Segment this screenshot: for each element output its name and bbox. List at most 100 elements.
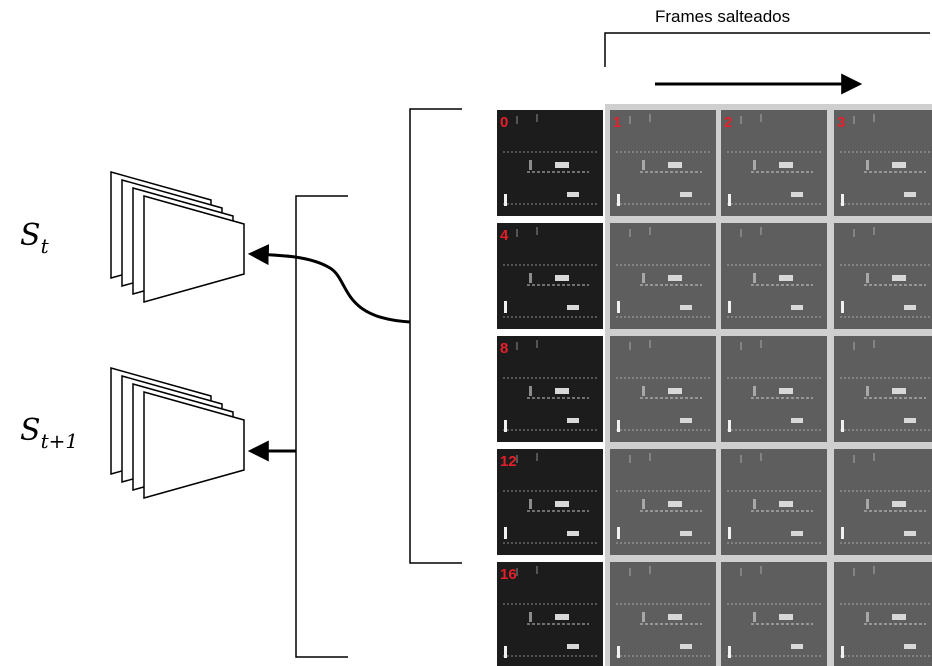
player-sprite — [617, 420, 620, 432]
score-block — [567, 531, 579, 536]
player-sprite — [504, 420, 507, 432]
frame-background — [834, 449, 932, 555]
enemy-sprite — [529, 160, 532, 170]
state-t1-frame-stack — [110, 367, 245, 499]
game-frame-tile — [834, 223, 932, 329]
player-sprite — [728, 527, 731, 539]
frame-index-label: 4 — [500, 227, 509, 244]
player-sprite — [617, 194, 620, 206]
score-block — [904, 418, 916, 423]
frame-background — [497, 562, 603, 666]
player-sprite — [841, 646, 844, 658]
enemy-sprite — [866, 386, 869, 396]
frame-background — [834, 562, 932, 666]
score-block — [567, 418, 579, 423]
game-frame-tile — [834, 449, 932, 555]
player-sprite — [841, 527, 844, 539]
ladder-block — [892, 275, 906, 281]
frame-background — [610, 110, 716, 216]
score-block — [791, 305, 803, 310]
frame-index-label: 12 — [500, 453, 517, 470]
enemy-sprite — [866, 273, 869, 283]
frame-background — [497, 223, 603, 329]
ladder-block — [555, 501, 569, 507]
game-frame-tile — [721, 562, 827, 666]
game-frame-tile: 3 — [834, 110, 932, 216]
frame-background — [497, 336, 603, 442]
game-frame-tile — [834, 562, 932, 666]
skipped-frames-bracket — [604, 32, 930, 67]
frame-background — [834, 336, 932, 442]
stacked-frame — [143, 391, 245, 499]
game-frame-tile: 0 — [497, 110, 603, 216]
player-sprite — [841, 194, 844, 206]
state-t1-label: St+1 — [20, 413, 78, 453]
state-t1-subscript: t+1 — [41, 429, 79, 453]
player-sprite — [617, 527, 620, 539]
enemy-sprite — [529, 612, 532, 622]
frame-index-label: 0 — [500, 114, 508, 131]
score-block — [791, 644, 803, 649]
game-frame-tile — [610, 449, 716, 555]
game-frame-tile: 1 — [610, 110, 716, 216]
score-block — [904, 531, 916, 536]
enemy-sprite — [642, 499, 645, 509]
ladder-block — [555, 275, 569, 281]
ladder-block — [668, 501, 682, 507]
player-sprite — [504, 194, 507, 206]
enemy-sprite — [642, 160, 645, 170]
player-sprite — [728, 646, 731, 658]
score-block — [680, 644, 692, 649]
enemy-sprite — [753, 160, 756, 170]
player-sprite — [728, 301, 731, 313]
frame-index-label: 16 — [500, 566, 517, 583]
ladder-block — [892, 388, 906, 394]
score-block — [904, 192, 916, 197]
enemy-sprite — [753, 386, 756, 396]
enemy-sprite — [866, 160, 869, 170]
ladder-block — [779, 275, 793, 281]
frame-background — [610, 336, 716, 442]
score-block — [791, 192, 803, 197]
state-t-bracket — [409, 108, 462, 564]
score-block — [791, 418, 803, 423]
score-block — [567, 305, 579, 310]
ladder-block — [779, 388, 793, 394]
state-t1-bracket — [295, 195, 348, 658]
state-t-arrow — [247, 244, 411, 324]
game-frame-tile: 8 — [497, 336, 603, 442]
enemy-sprite — [866, 499, 869, 509]
frame-background — [721, 336, 827, 442]
ladder-block — [892, 162, 906, 168]
frame-background — [721, 449, 827, 555]
enemy-sprite — [866, 612, 869, 622]
enemy-sprite — [642, 273, 645, 283]
player-sprite — [728, 194, 731, 206]
ladder-block — [779, 501, 793, 507]
game-frame-tile — [610, 223, 716, 329]
ladder-block — [892, 614, 906, 620]
score-block — [567, 192, 579, 197]
frame-index-label: 2 — [724, 114, 732, 131]
ladder-block — [668, 614, 682, 620]
enemy-sprite — [642, 612, 645, 622]
enemy-sprite — [529, 273, 532, 283]
score-block — [791, 531, 803, 536]
score-block — [904, 644, 916, 649]
frame-background — [497, 110, 603, 216]
frame-background — [497, 449, 603, 555]
game-frame-tile — [834, 336, 932, 442]
score-block — [680, 531, 692, 536]
ladder-block — [668, 162, 682, 168]
player-sprite — [617, 646, 620, 658]
frame-background — [721, 223, 827, 329]
player-sprite — [504, 646, 507, 658]
frame-index-label: 3 — [837, 114, 845, 131]
score-block — [904, 305, 916, 310]
enemy-sprite — [753, 499, 756, 509]
frame-background — [834, 223, 932, 329]
state-t-symbol: S — [20, 218, 41, 253]
